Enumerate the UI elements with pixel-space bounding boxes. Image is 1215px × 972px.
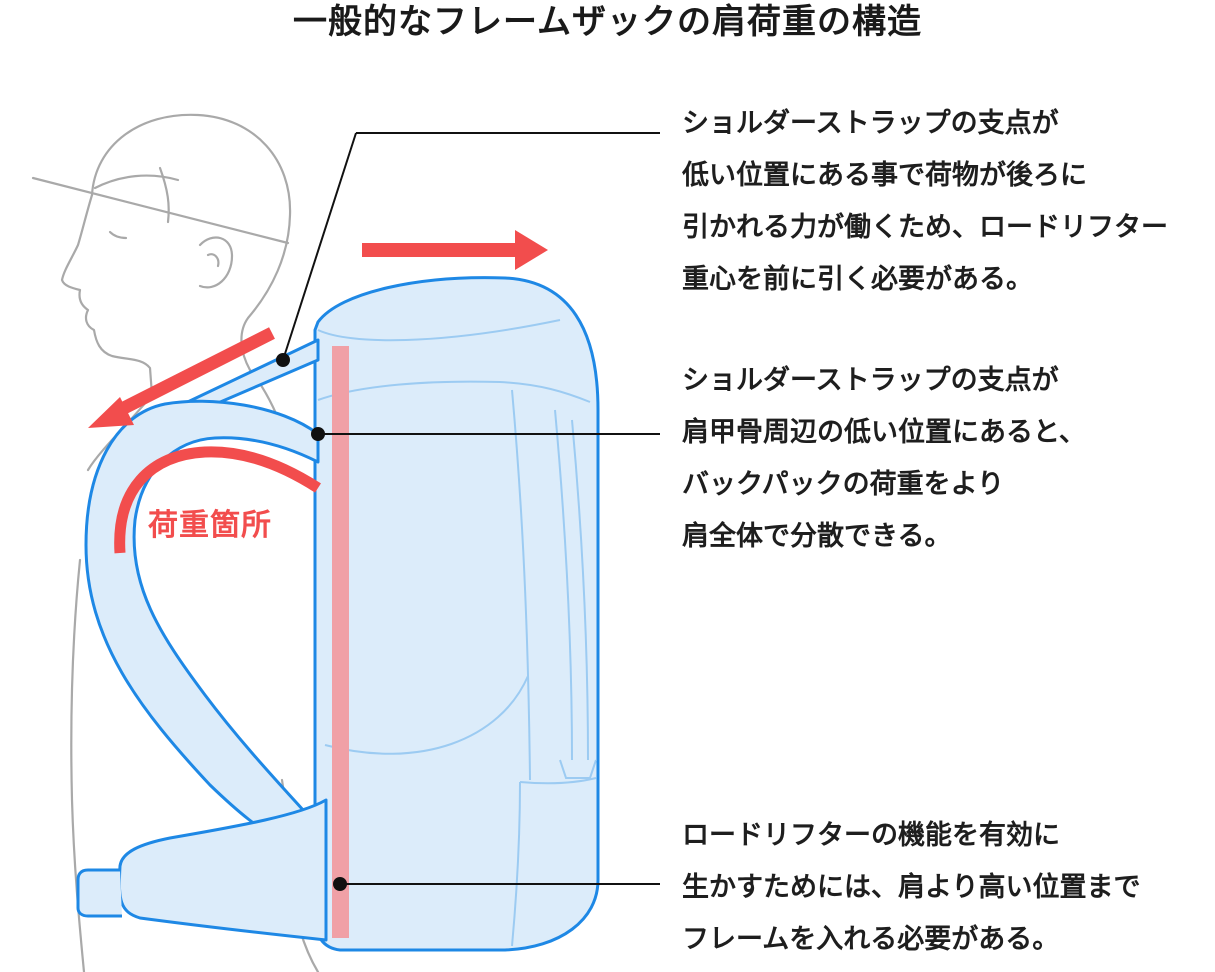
backpack-illustration [76,276,600,952]
load-arc [114,446,321,554]
hip-buckle [76,868,122,918]
annotation-line: フレームを入れる必要がある。 [682,924,1060,955]
annotation-frame-height: ロードリフターの機能を有効に 生かすためには、肩より高い位置まで フレームを入れ… [682,810,1140,966]
annotation-line: 引かれる力が働くため、ロードリフター [682,212,1168,243]
arrow-right-icon [362,230,548,270]
annotation-load-lifter: ショルダーストラップの支点が 低い位置にある事で荷物が後ろに 引かれる力が働くた… [682,98,1168,306]
annotation-line: ロードリフターの機能を有効に [682,820,1060,851]
annotation-line: 生かすためには、肩より高い位置まで [682,872,1141,903]
annotation-line: バックパックの荷重をより [682,469,1005,500]
annotation-line: 肩甲骨周辺の低い位置にあると、 [682,417,1086,448]
annotation-line: ショルダーストラップの支点が [682,108,1059,139]
arrow-down-left-icon [88,327,275,428]
diagram-title: 一般的なフレームザックの肩荷重の構造 [293,2,922,42]
annotation-line: 肩全体で分散できる。 [682,521,952,552]
frame-stay [332,346,349,938]
leader-line-1 [282,132,357,361]
pack-body [313,276,600,952]
hip-belt [117,798,328,942]
leader-dot-1 [276,353,290,367]
annotation-line: 重心を前に引く必要がある。 [682,264,1033,295]
leader-lines [276,132,660,891]
annotation-line: 低い位置にある事で荷物が後ろに [682,160,1087,191]
annotation-line: ショルダーストラップの支点が [682,365,1059,396]
leader-dot-2 [311,427,325,441]
annotation-shoulder-pivot: ショルダーストラップの支点が 肩甲骨周辺の低い位置にあると、 バックパックの荷重… [682,355,1086,563]
load-point-label: 荷重箇所 [148,508,272,543]
leader-dot-3 [333,877,347,891]
